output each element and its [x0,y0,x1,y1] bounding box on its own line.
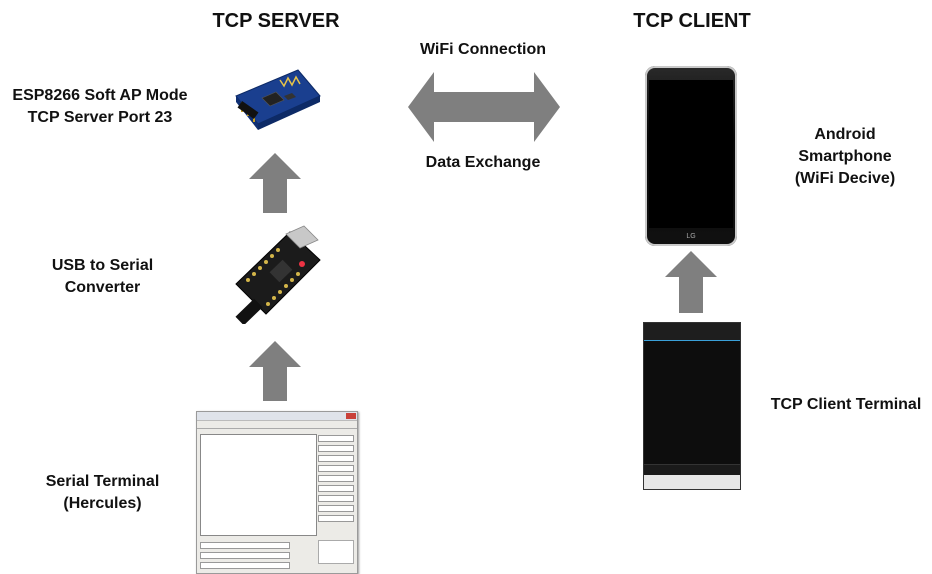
hercules-window-image [196,411,358,574]
android-label: Android Smartphone (WiFi Decive) [770,124,920,190]
phone-nav-bar [644,475,740,489]
hercules-send-field-2 [200,552,290,559]
esp8266-label: ESP8266 Soft AP Mode TCP Server Port 23 [0,85,200,129]
hercules-settings-panel [318,432,354,537]
phone-screen [649,80,733,228]
usb-serial-label-line2: Converter [64,279,141,296]
up-arrow-terminal-to-usb [249,341,301,401]
tcp-server-title: TCP SERVER [212,10,340,32]
tcp-client-title: TCP CLIENT [633,10,751,32]
usb-serial-label: USB to Serial Converter [10,255,195,299]
hercules-title-bar [197,412,357,421]
hercules-received-area [200,434,317,536]
hercules-logo [318,540,354,564]
tcp-client-terminal-label: TCP Client Terminal [770,396,922,413]
esp8266-module-image [235,69,321,130]
up-arrow-terminal-to-phone [665,251,717,313]
terminal-app-header [644,323,740,341]
usb-serial-label-line1: USB to Serial [51,257,154,274]
usb-serial-board-image [235,225,321,324]
wifi-connection-label: WiFi Connection [419,41,547,58]
hercules-send-field-3 [200,562,290,569]
hercules-send-field-1 [200,542,290,549]
terminal-message [644,341,740,349]
tcp-client-terminal-image [643,322,741,490]
terminal-input-bar [644,464,740,475]
android-phone-image: LG [645,66,737,246]
serial-terminal-label-line2: (Hercules) [63,495,142,512]
data-exchange-label: Data Exchange [425,154,541,171]
android-label-line2: Smartphone [798,148,892,165]
up-arrow-usb-to-esp [249,153,301,213]
hercules-tabs [197,421,357,429]
esp8266-label-line1: ESP8266 Soft AP Mode [12,87,188,104]
double-arrow [408,72,560,142]
serial-terminal-label-line1: Serial Terminal [45,473,160,490]
android-label-line3: (WiFi Decive) [794,170,896,187]
close-icon [346,413,356,419]
phone-brand-logo: LG [686,233,696,240]
esp8266-label-line2: TCP Server Port 23 [27,109,173,126]
android-label-line1: Android [814,126,876,143]
serial-terminal-label: Serial Terminal (Hercules) [10,471,195,515]
